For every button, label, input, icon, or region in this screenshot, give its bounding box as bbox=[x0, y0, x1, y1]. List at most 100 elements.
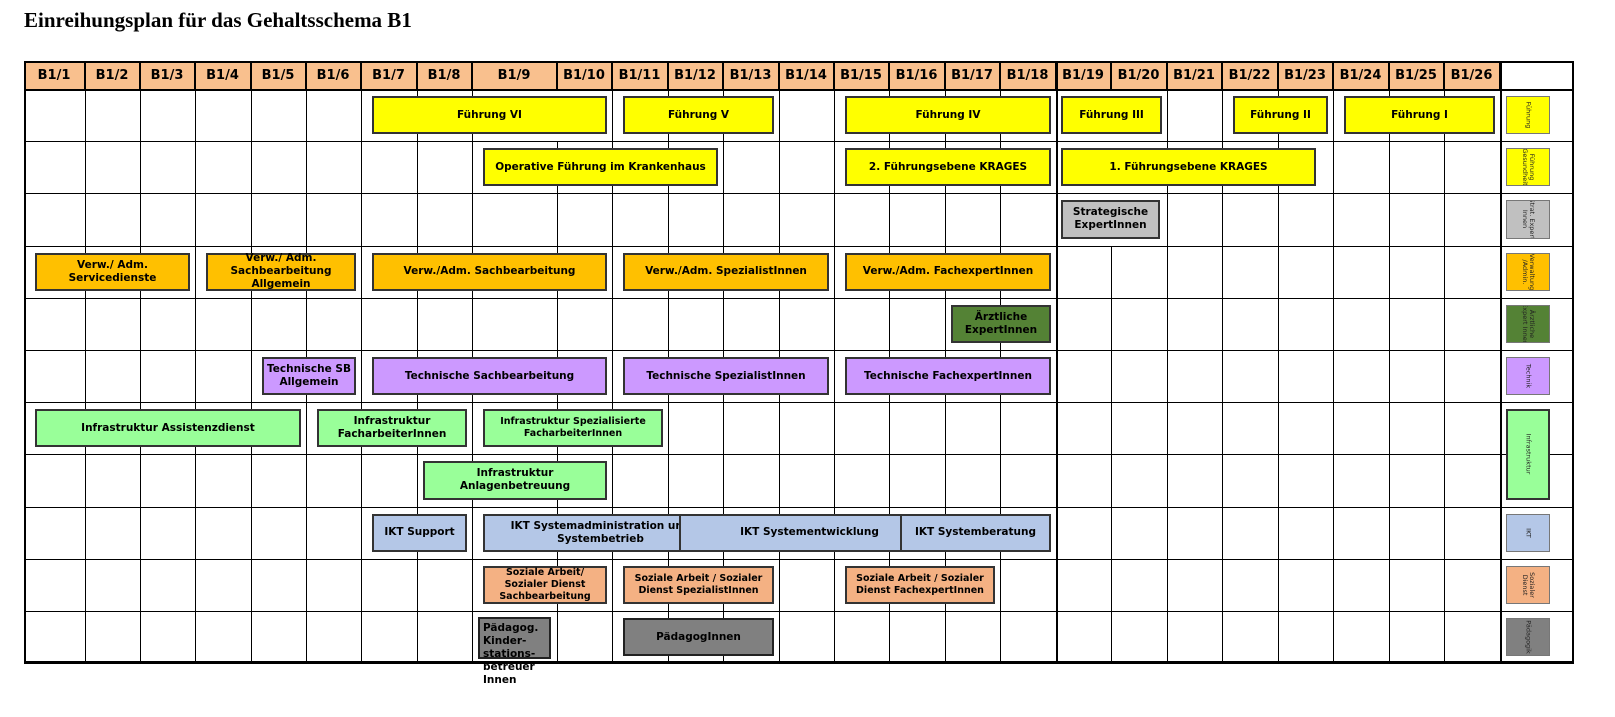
row-line bbox=[24, 558, 1574, 560]
column-line bbox=[612, 61, 613, 664]
row-line bbox=[24, 141, 1574, 143]
legend-label: Verwaltung /Admin. bbox=[1521, 253, 1536, 290]
job-family-box: Infrastruktur Assistenzdienst bbox=[35, 409, 301, 448]
row-line bbox=[24, 454, 1574, 456]
legend-swatch: Ärztliche Expert Innen bbox=[1506, 304, 1550, 343]
legend-swatch: Führung bbox=[1506, 96, 1550, 135]
job-family-box: 1. Führungsebene KRAGES bbox=[1061, 148, 1316, 187]
column-header-12: B1/12 bbox=[668, 61, 723, 89]
job-family-box: Infrastruktur FacharbeiterInnen bbox=[317, 409, 467, 448]
legend-swatch: Verwaltung /Admin. bbox=[1506, 252, 1550, 291]
column-header-21: B1/21 bbox=[1167, 61, 1222, 89]
job-family-box: Führung V bbox=[623, 96, 774, 135]
column-header-3: B1/3 bbox=[140, 61, 195, 89]
job-family-box: Soziale Arbeit/ Sozialer Dienst Sachbear… bbox=[483, 565, 607, 604]
legend-swatch: Technik bbox=[1506, 357, 1550, 396]
column-line bbox=[195, 61, 196, 664]
legend-swatch: IKT bbox=[1506, 513, 1550, 552]
job-family-box: Führung III bbox=[1061, 96, 1162, 135]
job-family-box: IKT Systemberatung bbox=[900, 513, 1051, 552]
legend-swatch: Strat. Expert Innen bbox=[1506, 200, 1550, 239]
column-line bbox=[251, 61, 252, 664]
page-title: Einreihungsplan für das Gehaltsschema B1 bbox=[24, 8, 412, 32]
column-header-2: B1/2 bbox=[85, 61, 140, 89]
job-family-box: IKT Systementwicklung bbox=[679, 513, 940, 552]
column-line bbox=[557, 61, 558, 89]
column-header-1: B1/1 bbox=[24, 61, 85, 89]
job-family-box: Technische Sachbearbeitung bbox=[372, 357, 607, 396]
legend-swatch: Sozialer Dienst bbox=[1506, 565, 1550, 604]
row-line bbox=[24, 506, 1574, 508]
legend-swatch: Führung Gesundheit bbox=[1506, 148, 1550, 187]
job-family-box: Führung I bbox=[1344, 96, 1495, 135]
legend-label: Strat. Expert Innen bbox=[1521, 200, 1536, 239]
job-family-box: Technische FachexpertInnen bbox=[845, 357, 1051, 396]
job-family-box: Technische SB Allgemein bbox=[262, 357, 356, 396]
job-family-box: Verw./ Adm. Servicedienste bbox=[35, 252, 190, 291]
column-header-14: B1/14 bbox=[779, 61, 834, 89]
grid-border bbox=[24, 61, 1574, 664]
column-header-18: B1/18 bbox=[1000, 61, 1056, 89]
column-line bbox=[1111, 61, 1112, 89]
column-header-15: B1/15 bbox=[834, 61, 889, 89]
column-header-7: B1/7 bbox=[361, 61, 417, 89]
job-family-box: 2. Führungsebene KRAGES bbox=[845, 148, 1051, 187]
column-line bbox=[1333, 61, 1334, 664]
column-header-22: B1/22 bbox=[1222, 61, 1278, 89]
column-header-10: B1/10 bbox=[557, 61, 612, 89]
column-header-25: B1/25 bbox=[1389, 61, 1444, 89]
row-line bbox=[24, 350, 1574, 351]
column-header-19: B1/19 bbox=[1056, 61, 1111, 89]
legend-label: IKT bbox=[1524, 527, 1533, 538]
column-line bbox=[1444, 61, 1445, 664]
column-line bbox=[1167, 61, 1168, 664]
column-header-9: B1/9 bbox=[472, 61, 557, 89]
column-line bbox=[1389, 61, 1390, 664]
job-family-box: PädagogInnen bbox=[623, 618, 774, 657]
column-header-16: B1/16 bbox=[889, 61, 945, 89]
legend-label: Technik bbox=[1524, 363, 1533, 389]
column-header-4: B1/4 bbox=[195, 61, 251, 89]
column-line bbox=[140, 61, 141, 664]
column-line bbox=[1222, 61, 1223, 664]
legend-swatch: Infrastruktur bbox=[1506, 409, 1550, 500]
column-line bbox=[361, 61, 362, 664]
column-line bbox=[85, 61, 86, 664]
job-family-box: Führung II bbox=[1233, 96, 1328, 135]
column-header-24: B1/24 bbox=[1333, 61, 1389, 89]
job-family-box: Operative Führung im Krankenhaus bbox=[483, 148, 718, 187]
column-header-13: B1/13 bbox=[723, 61, 779, 89]
row-line bbox=[24, 193, 1574, 195]
column-header-5: B1/5 bbox=[251, 61, 306, 89]
column-header-26: B1/26 bbox=[1444, 61, 1500, 89]
row-line bbox=[24, 245, 1574, 247]
job-family-box: Soziale Arbeit / Sozialer Dienst Spezial… bbox=[623, 565, 774, 604]
job-family-box: Verw./Adm. SpezialistInnen bbox=[623, 252, 829, 291]
legend-label: Führung bbox=[1524, 101, 1533, 129]
job-family-box: Ärztliche ExpertInnen bbox=[951, 304, 1051, 343]
job-family-box: Verw./Adm. FachexpertInnen bbox=[845, 252, 1051, 291]
legend-label: Sozialer Dienst bbox=[1521, 572, 1536, 598]
row-line bbox=[24, 89, 1574, 91]
column-header-6: B1/6 bbox=[306, 61, 361, 89]
legend-label: Ärztliche Expert Innen bbox=[1521, 304, 1536, 343]
column-line bbox=[1111, 245, 1112, 664]
row-line bbox=[24, 611, 1574, 612]
column-line bbox=[557, 141, 558, 664]
job-family-box: Strategische ExpertInnen bbox=[1061, 200, 1160, 239]
column-header-23: B1/23 bbox=[1278, 61, 1333, 89]
job-family-box: Technische SpezialistInnen bbox=[623, 357, 829, 396]
column-header-20: B1/20 bbox=[1111, 61, 1167, 89]
column-header-11: B1/11 bbox=[612, 61, 668, 89]
job-family-box: Infrastruktur Spezialisierte Facharbeite… bbox=[483, 409, 663, 448]
column-line bbox=[1500, 61, 1502, 664]
job-family-box: Führung VI bbox=[372, 96, 607, 135]
job-family-box: Infrastruktur Anlagenbetreuung bbox=[423, 461, 607, 500]
job-family-box: Führung IV bbox=[845, 96, 1051, 135]
legend-label: Pädagogik bbox=[1524, 620, 1533, 654]
legend-label: Führung Gesundheit bbox=[1521, 148, 1536, 186]
job-family-box: Verw./Adm. Sachbearbeitung bbox=[372, 252, 607, 291]
column-header-17: B1/17 bbox=[945, 61, 1000, 89]
legend-swatch: Pädagogik bbox=[1506, 618, 1550, 657]
